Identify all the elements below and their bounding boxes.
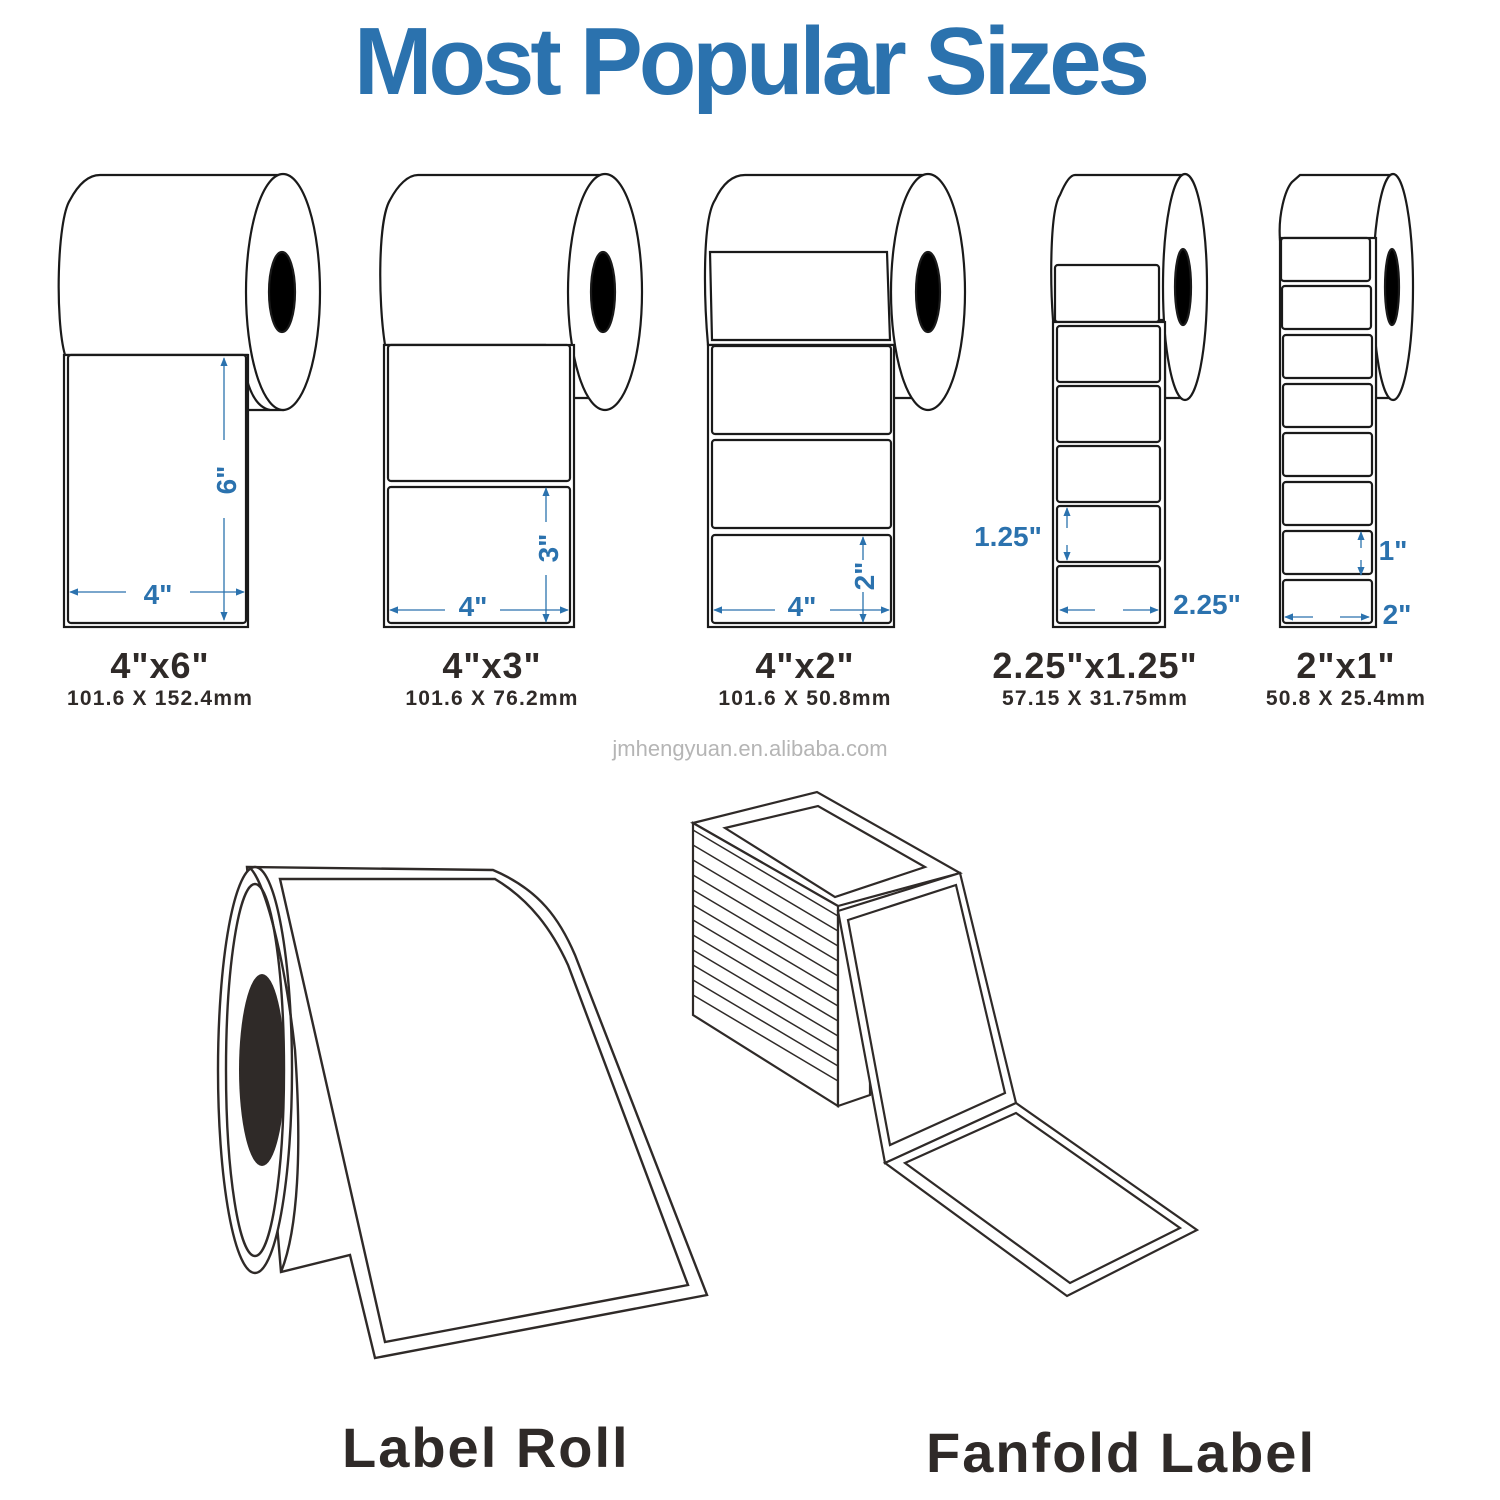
size-label: 2"x1" bbox=[1296, 645, 1396, 686]
size-caption-2x1: 2"x1" 50.8 X 25.4mm bbox=[1236, 645, 1456, 710]
size-label: 4"x6" bbox=[110, 645, 210, 686]
dim-height-4x2: 2" bbox=[849, 562, 880, 591]
size-caption-4x6: 4"x6" 101.6 X 152.4mm bbox=[40, 645, 280, 710]
roll-2.25x1.25-icon bbox=[1050, 172, 1209, 629]
fanfold-label-icon bbox=[690, 790, 1200, 1298]
page-title: Most Popular Sizes bbox=[353, 8, 1150, 115]
label-roll-icon bbox=[216, 865, 709, 1360]
size-label: 4"x2" bbox=[755, 645, 855, 686]
size-caption-4x3: 4"x3" 101.6 X 76.2mm bbox=[372, 645, 612, 710]
dim-width-4x2: 4" bbox=[788, 591, 817, 622]
dim-height-4x3: 3" bbox=[533, 534, 564, 563]
size-metric: 101.6 X 76.2mm bbox=[405, 687, 579, 710]
size-caption-2.25x1.25: 2.25"x1.25" 57.15 X 31.75mm bbox=[955, 645, 1235, 710]
fanfold-label-caption: Fanfold Label bbox=[926, 1421, 1316, 1484]
roll-2x1-icon bbox=[1278, 172, 1415, 629]
label-roll-caption: Label Roll bbox=[342, 1416, 630, 1479]
dim-height-4x6: 6" bbox=[211, 466, 242, 495]
watermark: jmhengyuan.en.alibaba.com bbox=[612, 736, 888, 761]
dim-height-2.25x1.25: 1.25" bbox=[974, 521, 1042, 552]
size-caption-4x2: 4"x2" 101.6 X 50.8mm bbox=[685, 645, 925, 710]
size-metric: 57.15 X 31.75mm bbox=[1001, 687, 1189, 710]
roll-4x6-icon bbox=[57, 172, 322, 629]
size-label: 4"x3" bbox=[442, 645, 542, 686]
size-metric: 101.6 X 50.8mm bbox=[718, 687, 892, 710]
size-metric: 101.6 X 152.4mm bbox=[66, 687, 254, 710]
roll-4x3-icon bbox=[379, 172, 644, 629]
dim-width-2x1: 2" bbox=[1383, 599, 1412, 630]
dim-height-2x1: 1" bbox=[1379, 535, 1408, 566]
size-metric: 50.8 X 25.4mm bbox=[1265, 687, 1427, 710]
dim-width-4x3: 4" bbox=[459, 591, 488, 622]
dim-width-4x6: 4" bbox=[144, 579, 173, 610]
size-label: 2.25"x1.25" bbox=[992, 645, 1198, 686]
dim-width-2.25x1.25: 2.25" bbox=[1173, 589, 1241, 620]
roll-4x2-icon bbox=[703, 172, 967, 629]
